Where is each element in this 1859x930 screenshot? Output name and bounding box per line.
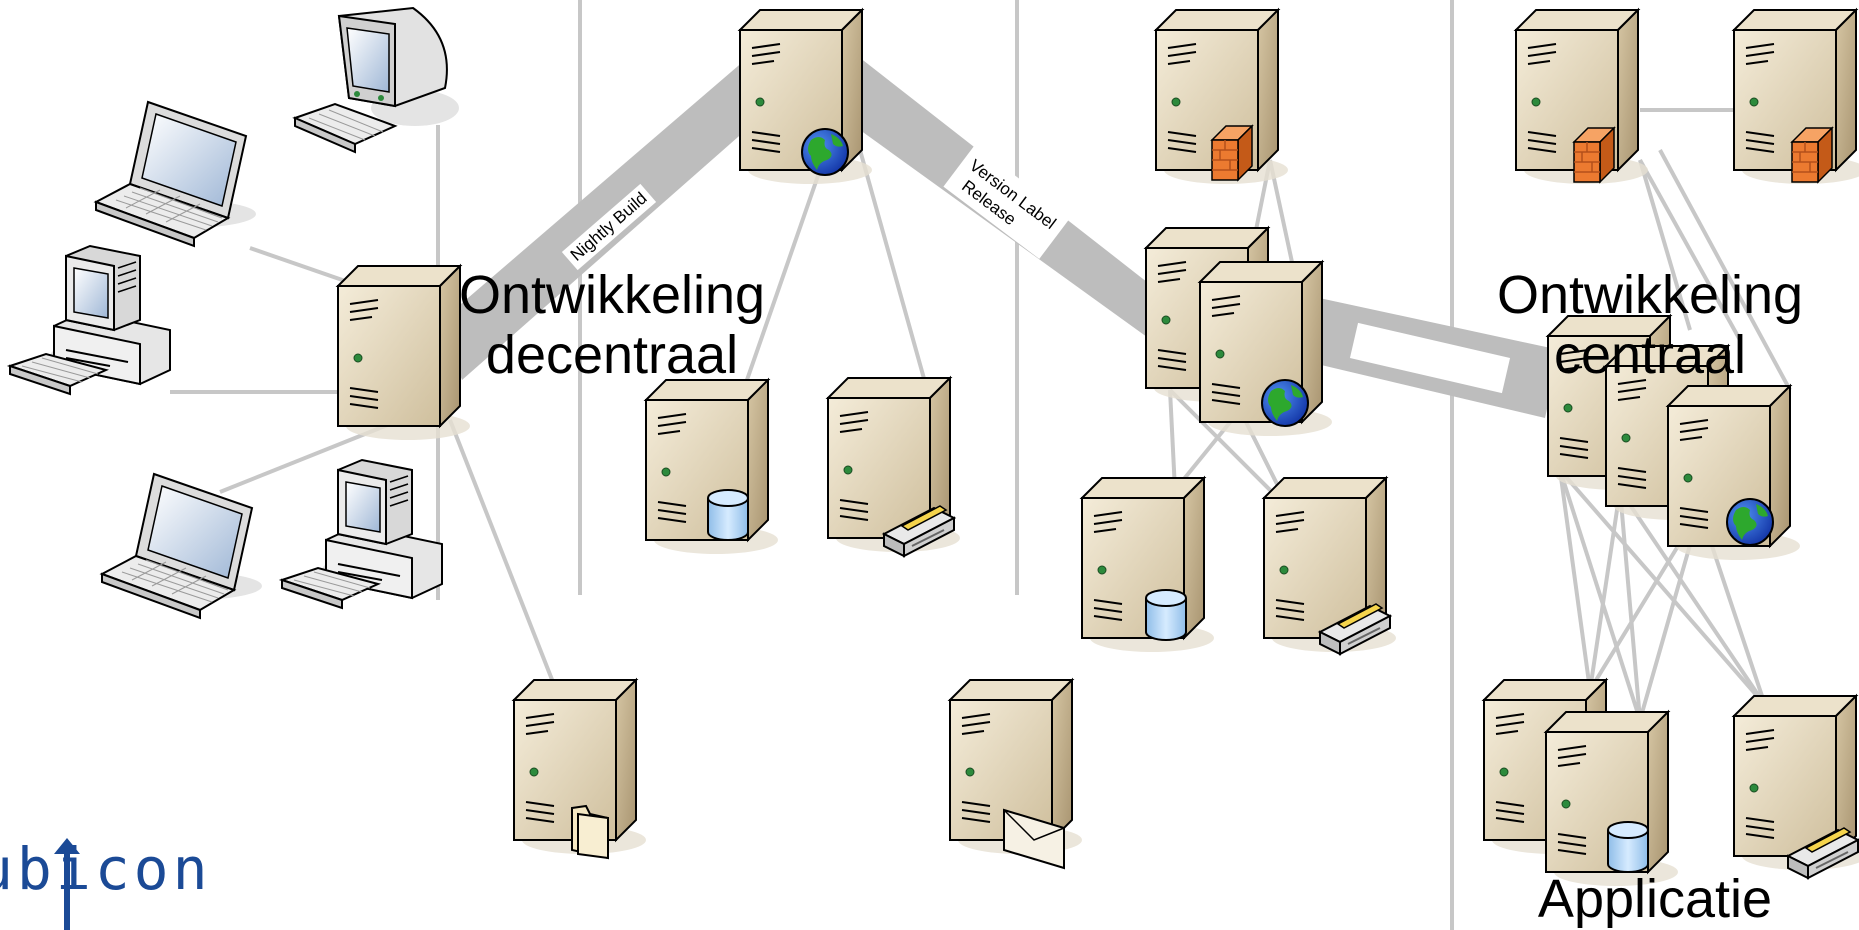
firewall-icon [1573, 127, 1615, 183]
connector-lines [170, 108, 1792, 721]
zone-label-central-line2: centraal [1553, 325, 1747, 385]
database-icon [1145, 589, 1187, 641]
zone-label-decentral-line1: Ontwikkeling [458, 265, 766, 325]
logo-text: ubicon [0, 835, 212, 903]
desktop-computer-icon [9, 245, 171, 395]
logo-arrow-icon [54, 838, 80, 930]
firewall-icon [1211, 125, 1253, 181]
globe-icon [801, 128, 849, 176]
company-logo: ubicon [0, 835, 234, 903]
zone-label-central: Ontwikkeling centraal [1470, 268, 1830, 382]
zone-label-decentral-line2: decentraal [485, 325, 739, 385]
laptop-icon [101, 473, 263, 619]
desktop-computer-icon [281, 459, 443, 609]
zone-separators [578, 0, 1454, 930]
globe-icon [1261, 379, 1309, 427]
database-icon [1607, 821, 1649, 873]
firewall-icon [1791, 127, 1833, 183]
zone-label-decentral: Ontwikkeling decentraal [432, 268, 792, 382]
zone-label-central-line1: Ontwikkeling [1496, 265, 1804, 325]
desktop-monitor-icon [294, 7, 460, 153]
globe-icon [1726, 498, 1774, 546]
zone-label-application: Applicatie [1537, 869, 1773, 929]
database-icon [707, 489, 749, 541]
laptop-icon [95, 101, 257, 247]
